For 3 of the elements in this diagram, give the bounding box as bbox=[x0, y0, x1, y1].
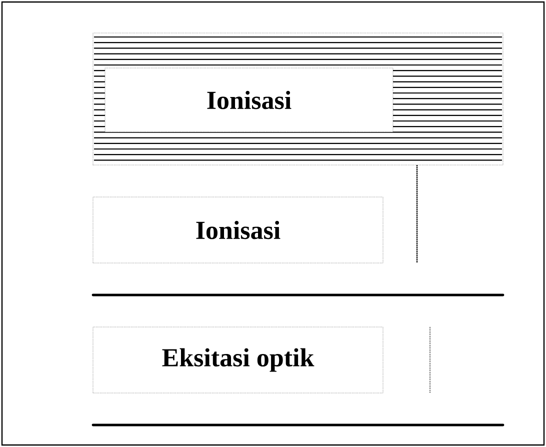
label-box: Eksitasi optik bbox=[92, 326, 384, 394]
label-box: Ionisasi bbox=[92, 196, 384, 264]
label-box: Ionisasi bbox=[104, 68, 394, 132]
